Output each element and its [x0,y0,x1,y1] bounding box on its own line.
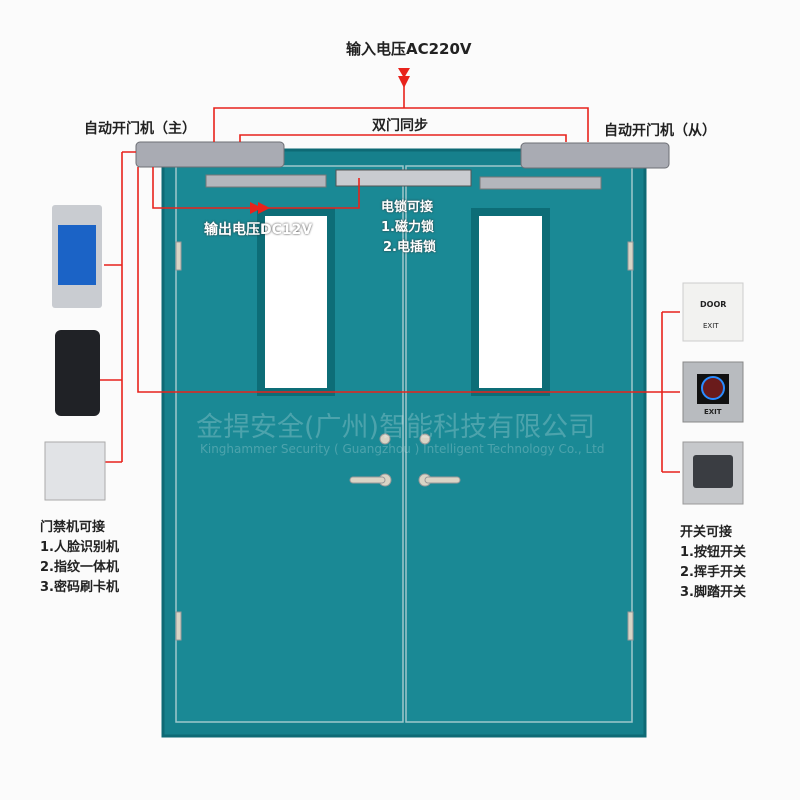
fingerprint-terminal [55,330,100,416]
ir-button-exit-text: EXIT [704,408,722,416]
arm-right [479,176,602,190]
watermark-cn: 金捍安全(广州)智能科技有限公司 [196,412,596,443]
double-sync-label: 双门同步 [372,118,428,134]
slave-door-opener [520,142,670,169]
master-opener-label: 自动开门机（主） [84,121,196,137]
access-item: 2.指纹一体机 [40,560,119,575]
access-item: 3.密码刷卡机 [40,580,119,595]
exit-button-exit-text: EXIT [703,322,719,330]
hinge-icon [175,611,182,641]
foot-switch-pad [693,455,733,488]
window-right [471,208,550,396]
window-left [257,208,335,396]
handle-left [349,476,386,484]
switch-item: 2.挥手开关 [680,565,746,580]
switch-item: 3.脚踏开关 [680,585,746,600]
hinge-icon [627,241,634,271]
keyhole-icon [379,433,391,445]
switch-title: 开关可接 [680,525,733,540]
lock-item: 2.电插锁 [383,240,436,255]
keypad-card-reader [44,441,106,501]
input-voltage-label: 输入电压AC220V [346,40,472,58]
exit-push-button [682,282,744,342]
access-item: 1.人脸识别机 [40,540,119,555]
arrow-down-icon [398,68,410,88]
access-title: 门禁机可接 [40,520,106,535]
switch-item: 1.按钮开关 [680,545,746,560]
lock-title: 电锁可接 [381,200,434,215]
access-options: 门禁机可接 1.人脸识别机 2.指纹一体机 3.密码刷卡机 [40,518,119,598]
lock-item: 1.磁力锁 [381,220,434,235]
switch-options: 开关可接 1.按钮开关 2.挥手开关 3.脚踏开关 [680,523,746,603]
hinge-icon [627,611,634,641]
keyhole-icon [419,433,431,445]
output-voltage-label: 输出电压DC12V [204,222,313,238]
face-device-screen [58,225,96,285]
slave-opener-label: 自动开门机（从） [604,123,716,139]
ir-ring-icon [701,376,725,400]
master-door-opener [135,141,285,168]
arrow-right-icon [250,202,270,214]
watermark-en: Kinghammer Security ( Guangzhou ) Intell… [200,442,605,456]
magnetic-lock [335,169,472,187]
arm-left [205,174,327,188]
handle-right [424,476,461,484]
hinge-icon [175,241,182,271]
lock-options: 电锁可接 1.磁力锁 2.电插锁 [381,198,436,258]
exit-button-door-text: DOOR [700,300,727,309]
